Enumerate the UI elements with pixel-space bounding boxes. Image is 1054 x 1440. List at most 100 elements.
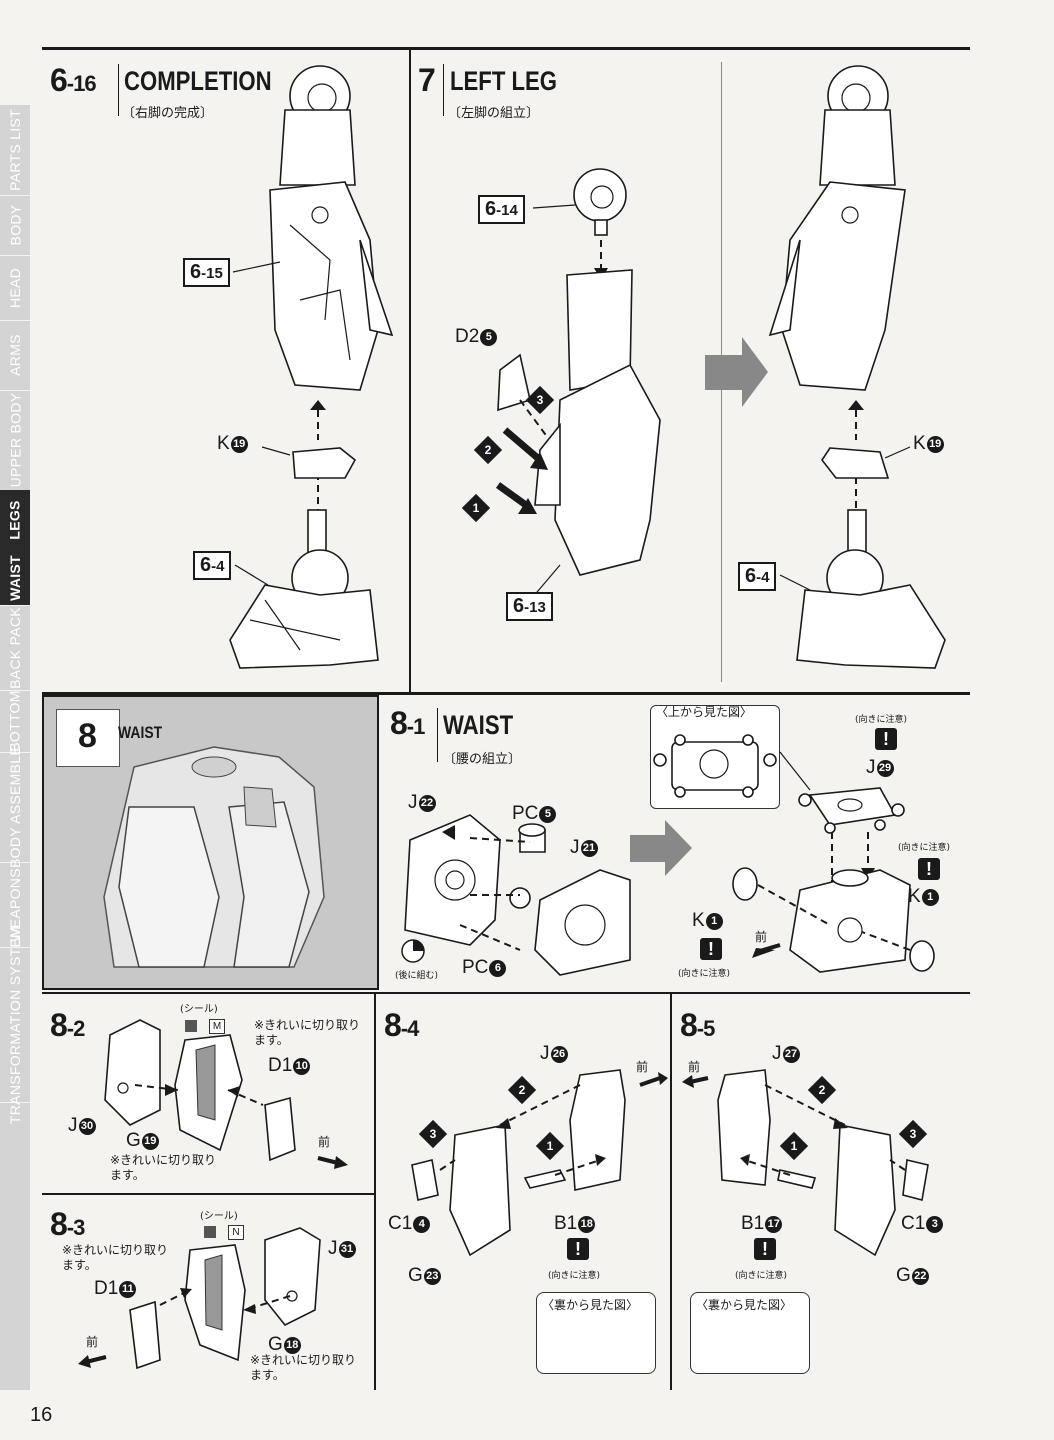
caution-icon: !: [918, 858, 940, 880]
caution-note: (向きに注意): [548, 1271, 601, 1281]
waist-photo-panel: 8 WAIST: [42, 695, 379, 990]
section-tab-label: BACK PACK: [7, 606, 23, 689]
section-tab-waist: WAIST: [0, 550, 30, 606]
caution-note: (向きに注意): [735, 1271, 788, 1281]
step-subtitle: 〔左脚の組立〕: [448, 106, 540, 121]
section-tab-bar: PARTS LIST BODY HEAD ARMS UPPER BODY LEGS WAIS…: [0, 105, 30, 1390]
caution-icon: !: [567, 1238, 589, 1260]
divider: [374, 994, 376, 1390]
ref-box: 6-4: [193, 551, 232, 580]
ref-box: 6-14: [478, 195, 525, 224]
seal-swatch: [204, 1226, 216, 1238]
sequence-marker: 3: [898, 1119, 928, 1149]
sequence-marker: 2: [807, 1075, 837, 1105]
ref-box: 6-13: [506, 592, 553, 621]
step-title: COMPLETION: [124, 66, 272, 96]
step-title: WAIST: [118, 723, 163, 742]
sequence-marker: 2: [473, 435, 503, 465]
section-tab-bottom: BOTTOM: [0, 690, 30, 753]
section-tab-body-assemble: BODY ASSEMBLE: [0, 746, 30, 868]
section-tab-arms: ARMS: [0, 320, 30, 391]
divider: [409, 50, 411, 693]
step-number: 7: [418, 62, 436, 98]
section-tab-label: TRANSFORMATION SYSTEM: [7, 925, 24, 1124]
sequence-marker: 1: [779, 1131, 809, 1161]
top-view-box: [650, 705, 780, 809]
front-label: 前: [86, 1335, 99, 1349]
page-number: 16: [30, 1404, 53, 1426]
step-number: 8-1: [390, 705, 425, 741]
waist-photo: [103, 746, 325, 968]
step-number: 8: [78, 717, 97, 755]
step-subtitle: 〔腰の組立〕: [443, 752, 522, 767]
section-tab-label: BODY: [7, 204, 24, 246]
section-tab-legs: LEGS: [0, 490, 30, 551]
section-rule: [42, 692, 970, 695]
back-view-label: 〈裏から見た図〉: [696, 1298, 793, 1312]
caution-icon: !: [754, 1238, 776, 1260]
section-tab-label: LEGS: [7, 500, 24, 540]
section-tab-label: UPPER BODY: [7, 392, 23, 488]
seal-letter: N: [228, 1225, 244, 1240]
step-title: WAIST: [443, 710, 514, 740]
caution-icon: !: [875, 728, 897, 750]
caution-note: (向きに注意): [678, 969, 731, 979]
back-view-box: [536, 1292, 656, 1374]
cut-note: ※きれいに切り取ります。: [250, 1353, 357, 1382]
section-tab-label: BODY ASSEMBLE: [7, 746, 24, 868]
assemble-later-note: (後に組む): [395, 971, 439, 981]
sequence-marker: 2: [507, 1075, 537, 1105]
section-tab-upper-body: UPPER BODY: [0, 390, 30, 491]
back-view-label: 〈裏から見た図〉: [542, 1298, 639, 1312]
section-tab-label: PARTS LIST: [7, 109, 23, 191]
step-number: 8-3: [50, 1206, 85, 1242]
sequence-marker: 1: [535, 1131, 565, 1161]
divider: [670, 994, 672, 1390]
cut-note: ※きれいに切り取ります。: [62, 1243, 169, 1272]
section-tab-body: BODY: [0, 195, 30, 256]
step-number: 8-5: [680, 1007, 715, 1043]
section-tab-back-pack: BACK PACK: [0, 605, 30, 691]
cut-note: ※きれいに切り取ります。: [110, 1153, 217, 1182]
sequence-marker: 3: [525, 385, 555, 415]
section-tab-label: ARMS: [7, 334, 23, 376]
step-number: 6-16: [50, 62, 97, 98]
front-label: 前: [318, 1135, 331, 1149]
section-tab-label: HEAD: [7, 267, 24, 308]
front-label: 前: [636, 1060, 649, 1074]
front-label: 前: [688, 1060, 701, 1074]
back-view-box: [690, 1292, 810, 1374]
sequence-marker: 3: [418, 1119, 448, 1149]
step-number: 8-2: [50, 1007, 85, 1043]
section-tab-parts-list: PARTS LIST: [0, 105, 30, 196]
caution-note: (向きに注意): [898, 843, 951, 853]
section-tab-label: WAIST: [7, 554, 23, 601]
caution-note: (向きに注意): [855, 715, 908, 725]
step-number: 8-4: [384, 1007, 419, 1043]
front-label: 前: [755, 930, 768, 944]
section-tab-weapons: WEAPONS: [0, 862, 30, 948]
step-subtitle: 〔右脚の完成〕: [122, 106, 214, 121]
ref-box: 6-4: [738, 562, 777, 591]
sequence-marker: 1: [461, 493, 491, 523]
section-rule: [42, 992, 970, 994]
section-tab-head: HEAD: [0, 255, 30, 321]
caution-icon: !: [700, 938, 722, 960]
